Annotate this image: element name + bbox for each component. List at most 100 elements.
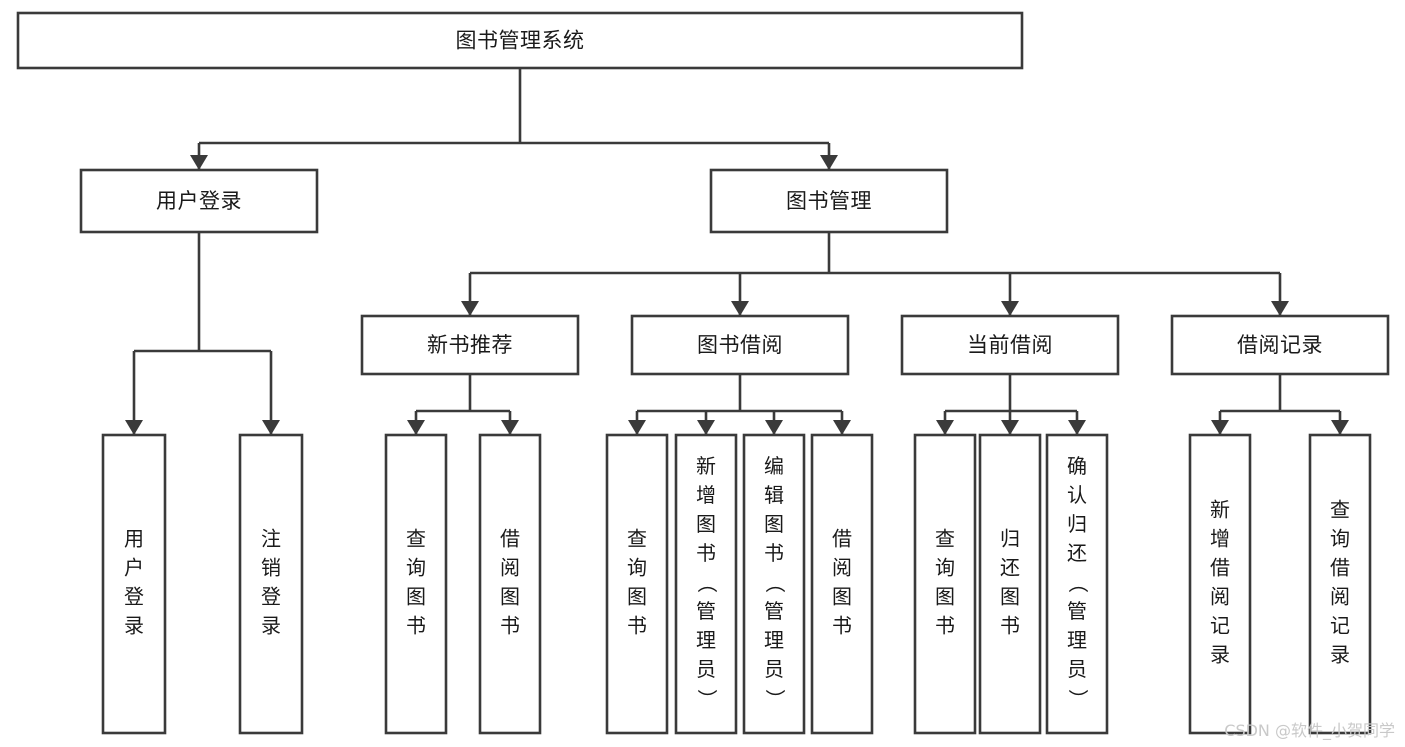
glyph: 理 [1067,628,1087,652]
glyph: 查 [627,527,647,551]
glyph: 还 [1000,556,1020,580]
glyph: （ [1066,573,1090,593]
node-root[interactable]: 图书管理系统 [16,11,1024,70]
glyph: 图 [764,512,784,536]
node-label-new-book-recommend: 新书推荐 [427,333,513,357]
glyph: 员 [764,657,784,681]
node-box-cb-confirm-return [1045,433,1109,735]
node-box-br-query-record [1308,433,1372,735]
node-label-borrow-record: 借阅记录 [1237,333,1323,357]
glyph: 书 [627,614,647,638]
glyph: 编 [764,454,784,478]
node-box-cb-query-book [913,433,977,735]
node-label-book-borrow: 图书借阅 [697,333,783,357]
glyph: 图 [500,585,520,609]
glyph: 辑 [764,483,784,507]
book-borrow-arrow-1 [697,420,715,435]
node-box-bb-add-book [674,433,738,735]
node-box-bb-query-book [605,433,669,735]
node-label-root: 图书管理系统 [456,29,585,53]
user-login-arrow-1 [262,420,280,435]
glyph: 还 [1067,541,1087,565]
glyph: 归 [1067,512,1087,536]
node-current-borrow[interactable]: 当前借阅 [900,314,1120,376]
user-login-arrow-0 [125,420,143,435]
glyph: 认 [1067,483,1087,507]
glyph: （ [695,573,719,593]
glyph: 管 [696,599,716,623]
glyph: 登 [124,585,144,609]
glyph: 登 [261,585,281,609]
glyph: 管 [1067,599,1087,623]
node-box-root [16,11,1024,70]
node-label-user-login-leaf: 用户登录 [124,527,144,638]
node-user-login-leaf[interactable]: 用户登录 [101,433,167,735]
node-box-cb-return-book [978,433,1042,735]
glyph: 新 [1210,498,1230,522]
node-label-book-management: 图书管理 [786,189,872,213]
connector-edges-layer [125,68,1349,435]
glyph: 询 [1330,527,1350,551]
book-borrow-arrow-0 [628,420,646,435]
glyph: 询 [935,556,955,580]
current-borrow-arrow-2 [1068,420,1086,435]
glyph: 询 [406,556,426,580]
node-box-bb-edit-book [742,433,806,735]
glyph: （ [763,573,787,593]
glyph: 管 [764,599,784,623]
glyph: ） [1066,689,1090,709]
glyph: 查 [935,527,955,551]
node-box-current-borrow [900,314,1120,376]
book-management-arrow-2 [1001,301,1019,316]
node-book-borrow[interactable]: 图书借阅 [630,314,850,376]
glyph: 图 [935,585,955,609]
glyph: 新 [696,454,716,478]
node-box-book-management [709,168,949,234]
node-box-new-book-recommend [360,314,580,376]
glyph: 阅 [1330,585,1350,609]
glyph: 借 [1330,556,1350,580]
current-borrow-arrow-1 [1001,420,1019,435]
glyph: 图 [406,585,426,609]
glyph: 阅 [1210,585,1230,609]
node-user-login[interactable]: 用户登录 [79,168,319,234]
glyph: 书 [500,614,520,638]
new-book-recommend-arrow-1 [501,420,519,435]
glyph: 用 [124,527,144,551]
glyph: 书 [764,541,784,565]
glyph: 查 [406,527,426,551]
book-management-arrow-1 [731,301,749,316]
book-borrow-arrow-3 [833,420,851,435]
node-borrow-record[interactable]: 借阅记录 [1170,314,1390,376]
glyph: 归 [1000,527,1020,551]
node-box-user-login-leaf [101,433,167,735]
glyph: 理 [696,628,716,652]
glyph: 询 [627,556,647,580]
glyph: 查 [1330,498,1350,522]
node-book-management[interactable]: 图书管理 [709,168,949,234]
node-new-book-recommend[interactable]: 新书推荐 [360,314,580,376]
